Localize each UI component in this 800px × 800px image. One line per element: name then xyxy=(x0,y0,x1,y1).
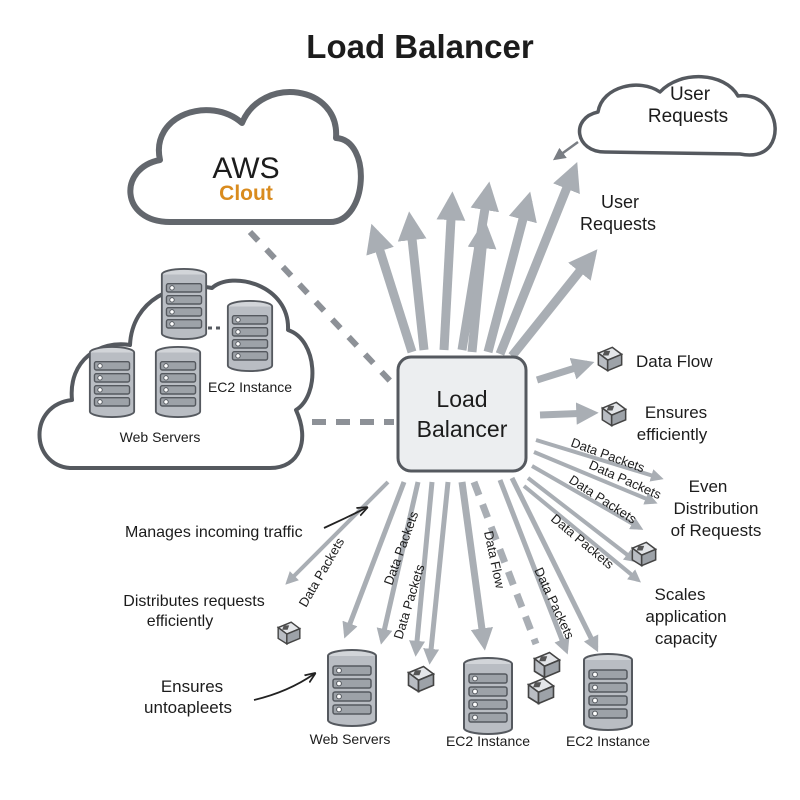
user-cloud-line2: Requests xyxy=(648,106,728,127)
downward-arrow xyxy=(470,480,540,646)
manages-traffic-pointer xyxy=(323,508,366,529)
downward-arrows xyxy=(285,480,540,665)
cluster-server-icon xyxy=(160,267,208,341)
ensures-label-line1: Ensures xyxy=(645,403,707,422)
data-flow-label: Data Flow xyxy=(636,352,713,371)
upward-arrow xyxy=(366,223,417,354)
user-requests-label-line1: User xyxy=(601,192,639,212)
data-packet-icon xyxy=(527,677,555,705)
scales-label-line1: Scales xyxy=(654,585,705,604)
data-packet-icon xyxy=(407,665,435,693)
downward-arrow xyxy=(409,481,435,657)
ensures-left-label-line1: Ensures xyxy=(161,677,223,696)
manages-traffic-label: Manages incoming traffic xyxy=(125,524,303,541)
data-packet-icon xyxy=(631,541,657,567)
right-arrows xyxy=(522,358,664,583)
scales-label-line2: application xyxy=(645,607,726,626)
load-balancer-label-line1: Load xyxy=(436,386,487,412)
user-cloud-line1: User xyxy=(670,84,711,105)
right-arrow xyxy=(526,476,638,563)
upward-arrow xyxy=(467,219,497,353)
upward-arrows xyxy=(366,161,598,359)
downward-arrow xyxy=(423,481,451,665)
even-distribution-line3: of Requests xyxy=(671,521,762,540)
cluster-ec2-label: EC2 Instance xyxy=(208,379,292,395)
aws-to-balancer-connector xyxy=(247,229,395,386)
cluster-server-icon xyxy=(226,299,274,373)
right-arrow xyxy=(522,484,641,583)
ensures-label-line2: efficiently xyxy=(637,425,708,444)
downward-arrow xyxy=(497,479,570,655)
upward-arrow xyxy=(495,161,580,356)
scales-label-line3: capacity xyxy=(655,629,718,648)
downward-arrow xyxy=(342,481,407,639)
downward-arrow xyxy=(376,481,421,645)
user-requests-label-line2: Requests xyxy=(580,214,656,234)
aws-cloud-subtitle: Clout xyxy=(219,182,273,205)
data-packet-icon xyxy=(277,621,301,645)
cluster-web-servers-label: Web Servers xyxy=(120,429,201,445)
diagram-title: Load Balancer xyxy=(306,28,534,65)
downward-arrow xyxy=(458,481,493,651)
right-arrow xyxy=(533,450,658,505)
data-packets-label: Data Packets xyxy=(531,565,577,642)
distributes-label-line1: Distributes requests xyxy=(123,593,264,610)
right-arrow xyxy=(531,464,644,530)
aws-cloud-title: AWS xyxy=(212,152,279,185)
ensures-left-label-line2: untoapleets xyxy=(144,698,232,717)
bottom-right-arrows xyxy=(497,476,599,655)
server-cluster-cloud: EC2 Instance Web Servers xyxy=(37,267,315,470)
right-arrow xyxy=(535,358,595,384)
user-requests-cloud: User Requests xyxy=(577,74,777,157)
distributes-label-line2: efficiently xyxy=(147,613,213,630)
ensures-pointer xyxy=(253,674,314,701)
upward-arrow xyxy=(483,191,537,354)
ec2-instance-icon xyxy=(583,653,633,731)
ec2-instance-icon xyxy=(463,657,513,735)
cluster-server-icon xyxy=(88,345,136,419)
right-arrow xyxy=(539,402,599,425)
data-packet-icon xyxy=(601,401,627,427)
aws-cloud: AWS Clout xyxy=(127,89,364,225)
upward-arrow xyxy=(457,181,499,351)
right-arrow xyxy=(535,438,664,482)
ec2-instance-label: EC2 Instance xyxy=(566,733,650,749)
load-balancer-node: Load Balancer xyxy=(396,355,528,473)
user-request-arrow xyxy=(552,140,579,161)
ec2-instance-label: EC2 Instance xyxy=(446,733,530,749)
web-servers-label: Web Servers xyxy=(310,731,391,747)
data-packet-icon xyxy=(597,346,623,372)
even-distribution-line1: Even xyxy=(689,477,728,496)
upward-arrow xyxy=(508,249,598,359)
cluster-server-icon xyxy=(154,345,202,419)
data-packet-icon xyxy=(533,651,561,679)
downward-arrow xyxy=(285,480,390,585)
downward-arrow xyxy=(509,476,599,653)
upward-arrow xyxy=(397,211,429,351)
upward-arrow xyxy=(436,191,466,351)
even-distribution-line2: Distribution xyxy=(673,499,758,518)
load-balancer-label-line2: Balancer xyxy=(417,416,508,442)
web-server-icon xyxy=(327,649,377,727)
